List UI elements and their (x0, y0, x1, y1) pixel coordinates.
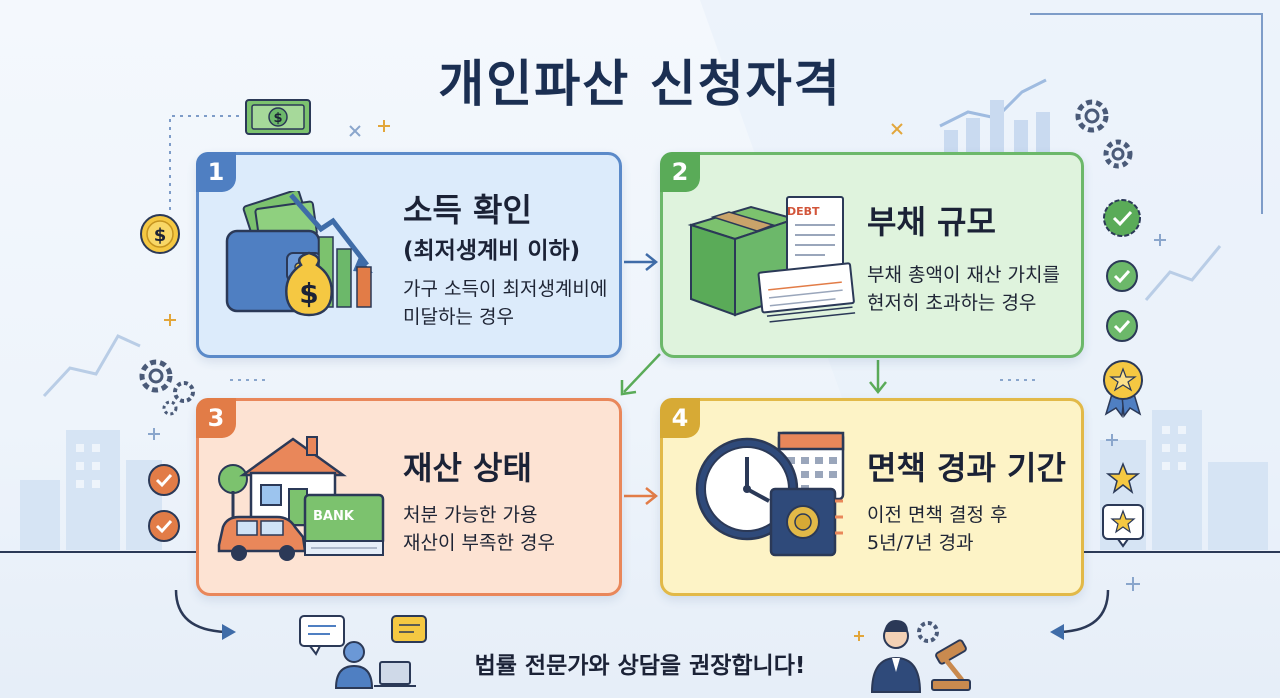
svg-text:$: $ (273, 111, 282, 126)
footer-advice-text: 법률 전문가와 상담을 권장합니다! (474, 653, 806, 679)
card-discharge-period: 4 면책 경과 기간 이전 면책 결정 후 5년/7년 경과 (660, 398, 1084, 596)
svg-text:$: $ (154, 225, 167, 246)
card-number-badge: 1 (196, 152, 236, 192)
check-icon (148, 510, 180, 542)
card-description-line: 처분 가능한 가용 (403, 504, 538, 526)
check-badge-icon (1103, 199, 1141, 237)
check-icon (148, 464, 180, 496)
card-description-line: 가구 소득이 최저생계비에 (403, 278, 608, 300)
card-title: 재산 상태 (403, 449, 532, 487)
card-number-badge: 2 (660, 152, 700, 192)
debt-document-label: DEBT (787, 205, 820, 218)
banknote-icon: $ (245, 99, 311, 135)
card-assets: 3 BANK 재산 상태 처분 가능한 가용 재산이 부족한 경우 (196, 398, 622, 596)
star-icon (1106, 462, 1140, 494)
card-description-line: 미달하는 경우 (403, 306, 514, 328)
lawyer-gavel-icon (870, 620, 971, 693)
wallet-icon: $ (225, 191, 373, 317)
card-description-line: 현저히 초과하는 경우 (867, 292, 1037, 314)
award-medal-icon (1103, 360, 1143, 418)
gears-icon (139, 359, 195, 416)
consultation-icon (299, 615, 427, 689)
check-icon (1106, 310, 1138, 342)
card-title: 소득 확인 (403, 191, 532, 229)
card-number-badge: 4 (660, 398, 700, 438)
card-description-line: 5년/7년 경과 (867, 532, 974, 554)
card-debt: 2 DEBT 부채 규모 부채 총액이 재산 가치를 현저히 초과하는 경우 (660, 152, 1084, 358)
card-title: 면책 경과 기간 (867, 449, 1066, 487)
house-icon (217, 436, 385, 561)
page-title: 개인파산 신청자격 (438, 55, 842, 113)
bank-card-label: BANK (313, 509, 354, 524)
card-income: 1 $ 소득 확인 (최저생계비 이하) 가구 소득이 최저생계비에 미달하는 … (196, 152, 622, 358)
check-icon (1106, 260, 1138, 292)
card-number-badge: 3 (196, 398, 236, 438)
card-description-line: 이전 면책 결정 후 (867, 504, 1008, 526)
box-icon (687, 196, 856, 323)
coin-icon: $ (140, 214, 180, 254)
clock-icon (695, 431, 845, 557)
card-description-line: 재산이 부족한 경우 (403, 532, 555, 554)
card-description-line: 부채 총액이 재산 가치를 (867, 264, 1060, 286)
svg-text:$: $ (299, 277, 318, 310)
gears-icon (1075, 99, 1133, 169)
star-review-icon (1102, 504, 1144, 548)
card-title: 부채 규모 (867, 203, 996, 241)
card-subtitle: (최저생계비 이하) (403, 238, 581, 264)
